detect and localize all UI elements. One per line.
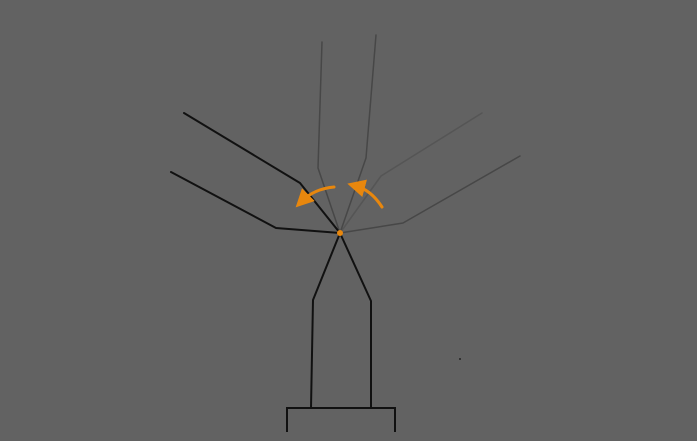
arms-rotated (170, 112, 341, 234)
rotated-arm-lower (170, 171, 341, 234)
base-plate (286, 407, 396, 432)
ghost-upright-arm-right (339, 34, 377, 234)
stray-dot (459, 358, 461, 360)
arms-ghost-upright (317, 34, 377, 234)
rotation-arrow-left (295, 185, 336, 208)
ghost-upright-arm-left (317, 41, 341, 234)
pivot-point (337, 230, 343, 236)
rotation-arrow-right (347, 179, 384, 209)
arms-ghost-right (339, 112, 521, 234)
rotated-arm-upper (183, 112, 341, 234)
ghost-right-arm-inner (339, 112, 483, 234)
base-plate-outline (286, 407, 396, 432)
ghost-right-arm-outer (339, 155, 521, 234)
